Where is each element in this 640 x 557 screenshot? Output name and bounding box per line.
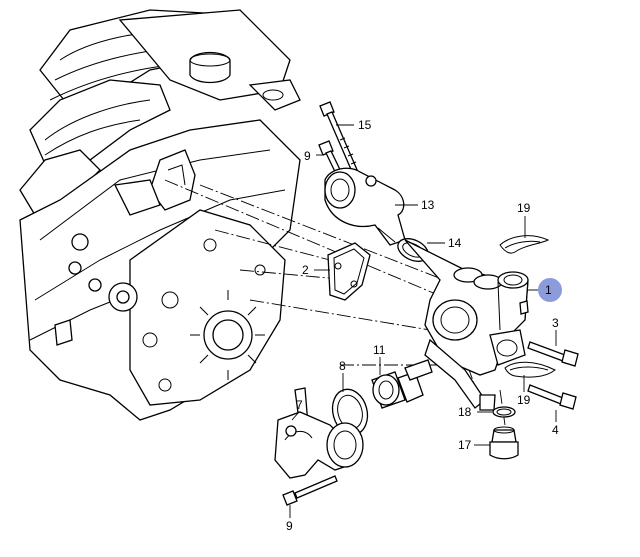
part-19-lower-clip [504,361,556,378]
callout-4[interactable]: 4 [552,423,559,437]
callout-2[interactable]: 2 [302,263,309,277]
callout-1[interactable]: 1 [545,283,552,297]
part-3-bolt [527,341,579,367]
callout-13[interactable]: 13 [421,198,435,212]
part-13-coolant-flange [324,167,406,246]
callout-8[interactable]: 8 [339,359,346,373]
part-17-plug [489,426,519,460]
callout-19-lower[interactable]: 19 [517,393,531,407]
leader-lines [289,124,557,518]
callout-3[interactable]: 3 [552,316,559,330]
part-4-bolt [527,384,577,410]
callout-11[interactable]: 11 [373,343,386,357]
part-1-coolant-housing [404,239,529,411]
part-19-upper-clip [499,235,550,254]
part-7-thermostat-cover [274,387,364,479]
callout-1-highlight [538,278,562,302]
callout-7[interactable]: 7 [296,398,303,412]
callout-15[interactable]: 15 [358,118,372,132]
part-18-o-ring [492,406,516,418]
callout-labels: 15 9 13 19 14 2 1 3 8 11 7 19 4 18 17 9 [286,118,559,533]
callout-9-lower[interactable]: 9 [286,519,293,533]
callout-17[interactable]: 17 [458,438,472,452]
part-9-lower-bolt [282,475,338,506]
callout-19-upper[interactable]: 19 [517,201,531,215]
part-15-bolt [319,101,359,175]
part-11-thermostat [371,359,433,409]
callout-9-upper[interactable]: 9 [304,149,311,163]
engine-block [19,9,301,421]
part-2-gasket [327,242,371,301]
callout-18[interactable]: 18 [458,405,472,419]
callout-14[interactable]: 14 [448,236,462,250]
